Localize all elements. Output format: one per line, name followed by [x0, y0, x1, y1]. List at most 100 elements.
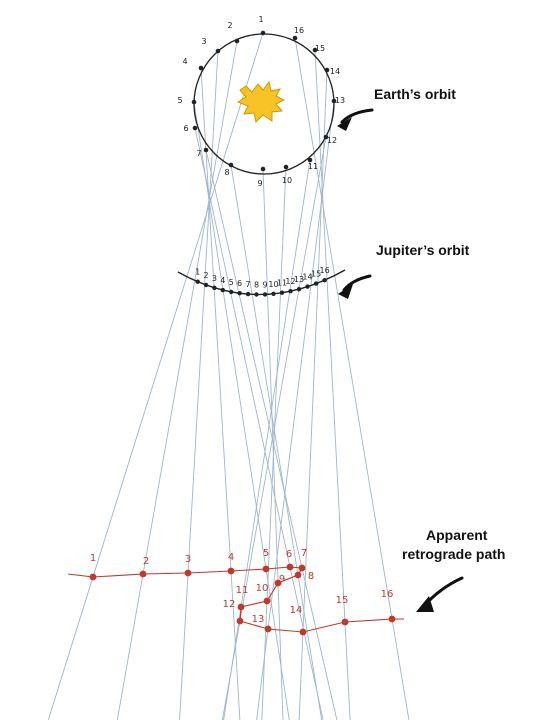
earth-position-dot: [260, 166, 266, 172]
jupiter-position-number: 14: [302, 273, 312, 282]
apparent-position-dot: [298, 564, 306, 572]
sightline: [314, 49, 351, 720]
sightline: [261, 166, 287, 720]
earth-position-number: 12: [327, 136, 337, 145]
retrograde-path-line: [239, 618, 404, 633]
sightline: [298, 69, 328, 720]
jupiter-position-number: 6: [237, 279, 242, 288]
earth-position-dot: [198, 65, 204, 71]
apparent-position-dot: [89, 573, 97, 581]
sightline: [116, 40, 238, 720]
retrograde-path-line: [67, 566, 303, 578]
retrograde-label-line2: retrograde path: [402, 546, 505, 562]
apparent-position-number: 9: [279, 574, 285, 585]
jupiter-position-dot: [262, 292, 268, 297]
arrow-icon: [416, 576, 464, 612]
sightline: [262, 168, 284, 720]
apparent-position-dot: [388, 615, 396, 623]
earth-position-dot: [312, 47, 318, 53]
jupiter-position-dot: [296, 287, 302, 292]
earth-position-number: 13: [335, 96, 345, 105]
jupiter-position-number: 16: [320, 266, 330, 275]
arrow-icon: [338, 274, 372, 299]
jupiter-position-dot: [288, 289, 293, 294]
apparent-position-number: 11: [236, 585, 249, 596]
jupiter-position-number: 12: [285, 277, 295, 286]
sightline: [193, 101, 290, 720]
retrograde-label-line1: Apparent: [426, 527, 488, 543]
arrow-icon: [337, 108, 374, 131]
apparent-position-dot: [139, 570, 147, 578]
earth-position-dot: [331, 98, 337, 104]
earth-position-number: 2: [227, 21, 232, 30]
earth-position-number: 11: [308, 162, 318, 171]
apparent-position-number: 12: [223, 599, 236, 610]
jupiter-position-number: 8: [254, 281, 259, 290]
earth-position-dot: [234, 38, 240, 44]
earth-position-number: 16: [294, 26, 304, 35]
apparent-position-number: 8: [308, 571, 314, 582]
jupiter-position-number: 9: [262, 280, 267, 289]
jupiter-position-number: 13: [294, 275, 304, 284]
jupiter-position-number: 1: [195, 268, 200, 277]
earth-position-dot: [283, 164, 289, 170]
apparent-position-dot: [236, 617, 244, 625]
earth-position-dot: [203, 147, 209, 153]
sightline: [200, 67, 241, 720]
jupiter-position-dot: [305, 284, 310, 289]
jupiter-position-number: 11: [277, 279, 287, 288]
earth-position-number: 5: [177, 96, 182, 105]
jupiter-position-dot: [229, 289, 234, 295]
jupiter-position-dot: [203, 282, 209, 288]
sightline: [194, 127, 324, 720]
earth-position-dot: [324, 67, 330, 73]
jupiter-position-dot: [195, 279, 200, 284]
earth-position-dot: [191, 99, 197, 105]
earth-position-dot: [323, 134, 329, 140]
sightline: [179, 50, 219, 720]
earth-position-number: 7: [196, 149, 201, 158]
jupiter-position-dot: [212, 285, 217, 290]
earth-position-dot: [228, 162, 234, 168]
earth-position-number: 1: [258, 15, 263, 24]
apparent-position-number: 5: [263, 548, 269, 559]
jupiter-position-dot: [313, 281, 319, 286]
apparent-position-dot: [341, 618, 349, 626]
sun-icon: [236, 80, 286, 123]
sightline: [47, 32, 264, 720]
apparent-position-dot: [286, 563, 294, 571]
jupiter-position-number: 5: [229, 278, 234, 287]
apparent-position-dot: [294, 571, 302, 579]
earth-orbit-label: Earth’s orbit: [374, 86, 456, 102]
earth-position-number: 10: [282, 176, 292, 185]
earth-position-dot: [307, 157, 313, 163]
apparent-position-number: 6: [286, 549, 292, 560]
jupiter-orbit-label: Jupiter’s orbit: [376, 242, 470, 258]
sightline: [205, 149, 338, 720]
jupiter-position-dot: [245, 291, 251, 297]
earth-position-dot: [215, 48, 221, 54]
jupiter-position-number: 15: [311, 270, 321, 279]
apparent-position-number: 13: [252, 614, 265, 625]
apparent-position-dot: [263, 597, 271, 605]
apparent-position-number: 3: [185, 554, 191, 565]
jupiter-position-dot: [322, 278, 327, 283]
apparent-position-number: 1: [90, 553, 96, 564]
apparent-position-dot: [262, 565, 270, 573]
apparent-position-number: 7: [301, 548, 307, 559]
earth-position-number: 9: [257, 179, 262, 188]
apparent-position-number: 10: [256, 583, 269, 594]
jupiter-position-number: 10: [268, 280, 278, 289]
jupiter-position-number: 3: [212, 274, 217, 283]
apparent-position-number: 4: [228, 552, 234, 563]
apparent-position-dot: [184, 569, 192, 577]
earth-position-dot: [260, 30, 266, 36]
apparent-position-dot: [237, 603, 245, 611]
apparent-position-dot: [264, 625, 272, 633]
apparent-position-number: 15: [336, 595, 349, 606]
jupiter-position-dot: [279, 290, 285, 295]
